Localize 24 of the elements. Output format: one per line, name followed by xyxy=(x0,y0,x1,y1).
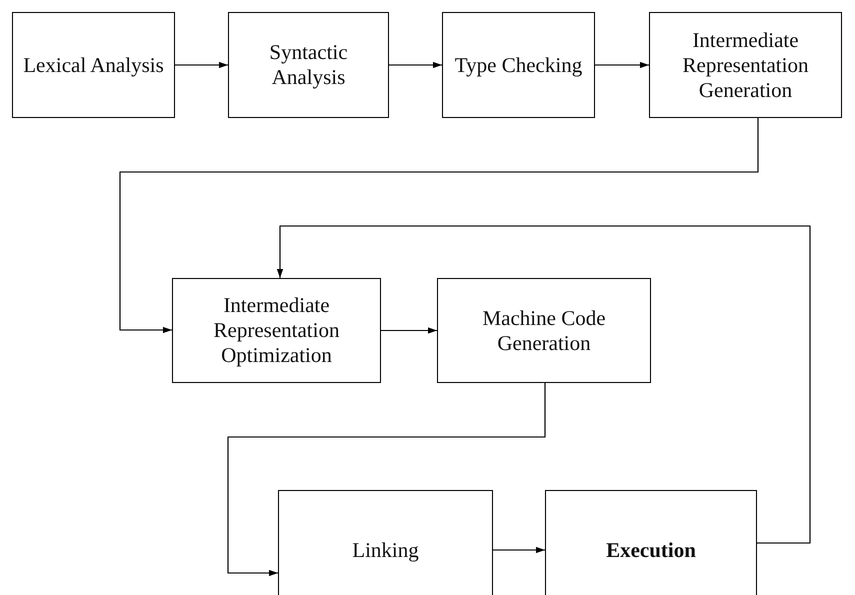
process-box xyxy=(278,490,493,595)
arrow xyxy=(119,118,759,334)
arrow xyxy=(381,327,437,334)
process-box xyxy=(437,278,651,383)
arrow xyxy=(227,383,546,576)
step-label: Machine Code Generation xyxy=(481,306,607,356)
step-label: Lexical Analysis xyxy=(22,52,165,78)
step-label: Execution xyxy=(605,538,697,562)
step-label: Linking xyxy=(351,538,420,562)
process-box xyxy=(172,278,381,383)
arrow xyxy=(493,546,545,554)
step-label: Syntactic Analysis xyxy=(268,40,349,90)
arrow xyxy=(276,225,811,544)
step-label: Type Checking xyxy=(454,52,584,78)
arrow xyxy=(389,62,442,68)
process-box xyxy=(442,12,595,118)
arrow xyxy=(595,62,649,68)
process-box xyxy=(228,12,389,118)
step-label: Intermediate Representation Optimization xyxy=(212,293,340,368)
process-box xyxy=(12,12,175,118)
step-label: Intermediate Representation Generation xyxy=(682,28,810,102)
process-box xyxy=(649,12,842,118)
process-box xyxy=(545,490,757,595)
arrow xyxy=(175,62,228,68)
